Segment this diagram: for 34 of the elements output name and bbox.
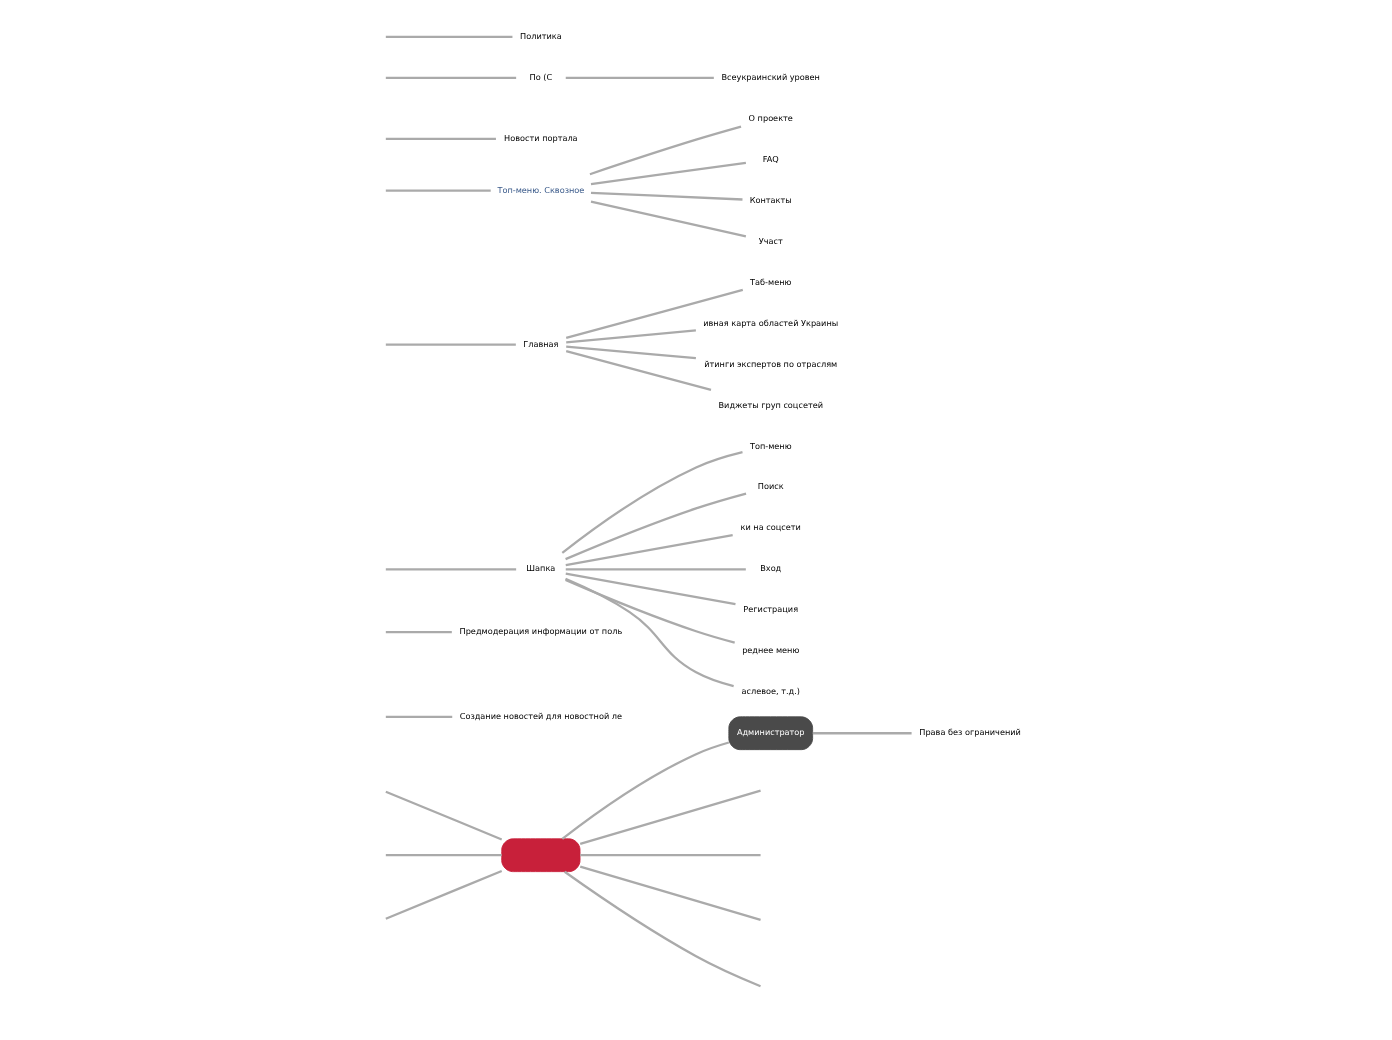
connector (811, 732, 911, 735)
connector (589, 191, 742, 201)
connector (588, 125, 741, 176)
connector (564, 288, 743, 339)
connector (578, 865, 760, 921)
connector (589, 161, 746, 186)
connector (564, 76, 713, 79)
connector (589, 200, 746, 238)
connector (384, 76, 516, 79)
connector (384, 869, 502, 920)
connector (564, 533, 732, 567)
connector (565, 329, 695, 344)
connector (384, 189, 490, 192)
connector (564, 578, 734, 644)
connector (384, 343, 515, 346)
connector (579, 854, 760, 857)
connector (384, 137, 495, 140)
connector (560, 741, 729, 840)
connector (560, 451, 742, 554)
connector (384, 715, 452, 718)
connector (384, 568, 516, 571)
connector (564, 577, 733, 688)
connector (564, 492, 746, 561)
connector (564, 572, 735, 606)
connector (384, 854, 501, 857)
node-box (500, 838, 580, 873)
connector (565, 345, 695, 360)
connector (564, 349, 711, 391)
connector (384, 35, 512, 38)
connector (563, 870, 760, 988)
connector (384, 631, 451, 634)
connector (384, 790, 502, 841)
connector (564, 568, 745, 571)
connector (578, 789, 760, 845)
